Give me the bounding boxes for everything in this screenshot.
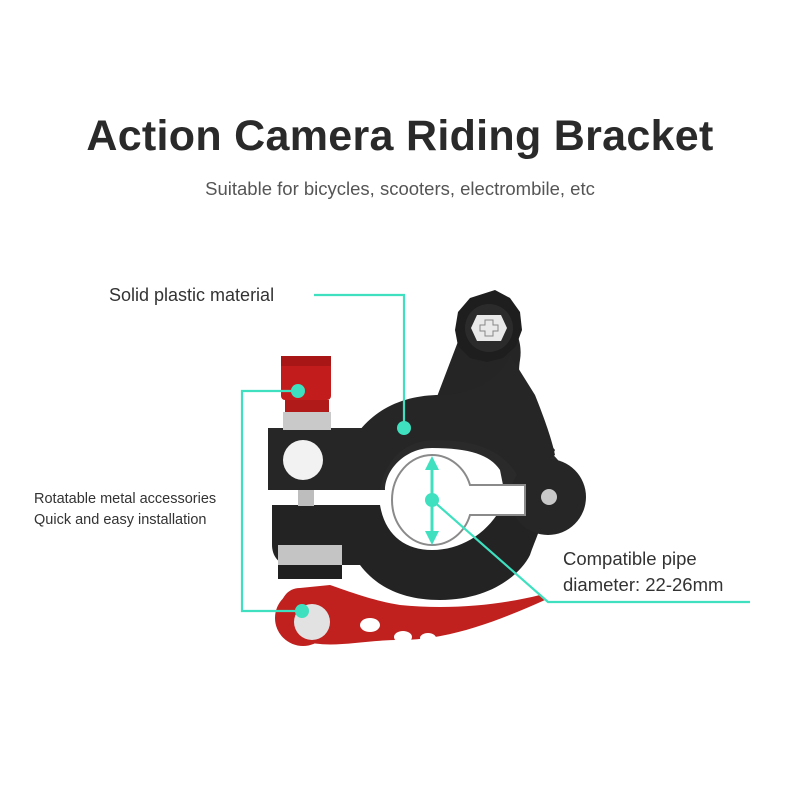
- star-knob: [455, 290, 522, 362]
- quick-release-lever: [275, 585, 545, 646]
- dot-diameter: [425, 493, 439, 507]
- arrow-down-icon: [425, 531, 439, 545]
- callout-material: Solid plastic material: [109, 285, 275, 305]
- callout-line-accessories: [240, 389, 302, 613]
- callout-line-material: [314, 293, 406, 428]
- spacer: [278, 545, 342, 565]
- dot-accessories-bottom: [295, 604, 309, 618]
- callout-dots: [291, 384, 439, 618]
- dot-accessories-top: [291, 384, 305, 398]
- page-subtitle: Suitable for bicycles, scooters, electro…: [205, 178, 595, 199]
- page-title: Action Camera Riding Bracket: [86, 112, 714, 160]
- red-thumb-cap: [281, 356, 331, 506]
- callout-line-diameter: [431, 499, 750, 604]
- spacer-dark: [278, 565, 342, 579]
- dot-material: [397, 421, 411, 435]
- callout-diameter: Compatible pipe diameter: 22-26mm: [563, 548, 724, 595]
- arrow-up-icon: [425, 456, 439, 470]
- callout-accessories: Rotatable metal accessories Quick and ea…: [34, 491, 217, 528]
